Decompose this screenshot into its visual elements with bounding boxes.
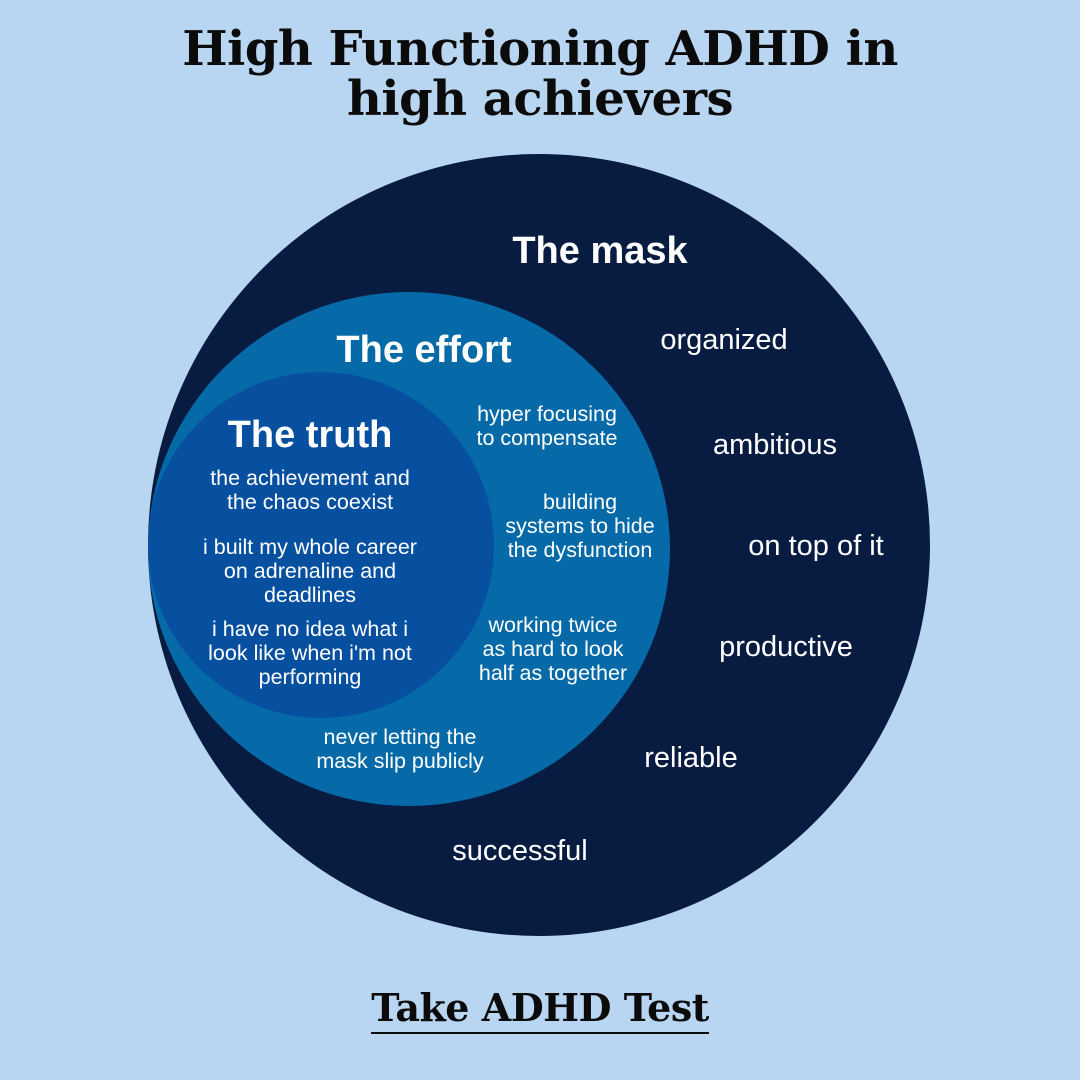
page-title: High Functioning ADHD in high achievers: [0, 24, 1080, 124]
cta-container: Take ADHD Test: [0, 985, 1080, 1034]
effort-item-working-twice: working twice as hard to look half as to…: [478, 613, 628, 685]
mask-item-reliable: reliable: [644, 742, 738, 774]
effort-item-building-systems: building systems to hide the dysfunction: [505, 490, 655, 562]
truth-heading: The truth: [227, 414, 393, 456]
effort-heading: The effort: [336, 329, 512, 371]
effort-item-hyper-focusing: hyper focusing to compensate: [476, 402, 618, 450]
truth-item-achievement-chaos: the achievement and the chaos coexist: [210, 466, 410, 514]
truth-item-adrenaline-career: i built my whole career on adrenaline an…: [203, 535, 417, 607]
truth-circle: [148, 372, 494, 718]
mask-item-organized: organized: [660, 324, 788, 356]
title-line-2: high achievers: [346, 71, 734, 127]
truth-item-not-performing: i have no idea what i look like when i'm…: [208, 617, 412, 689]
take-adhd-test-link[interactable]: Take ADHD Test: [371, 985, 709, 1034]
effort-item-never-letting-mask-slip: never letting the mask slip publicly: [316, 725, 484, 773]
title-line-1: High Functioning ADHD in: [182, 21, 898, 77]
mask-heading: The mask: [512, 230, 688, 272]
mask-item-productive: productive: [719, 631, 853, 663]
mask-item-ambitious: ambitious: [712, 429, 838, 461]
mask-item-successful: successful: [452, 835, 588, 867]
mask-item-on-top-of-it: on top of it: [748, 530, 884, 562]
